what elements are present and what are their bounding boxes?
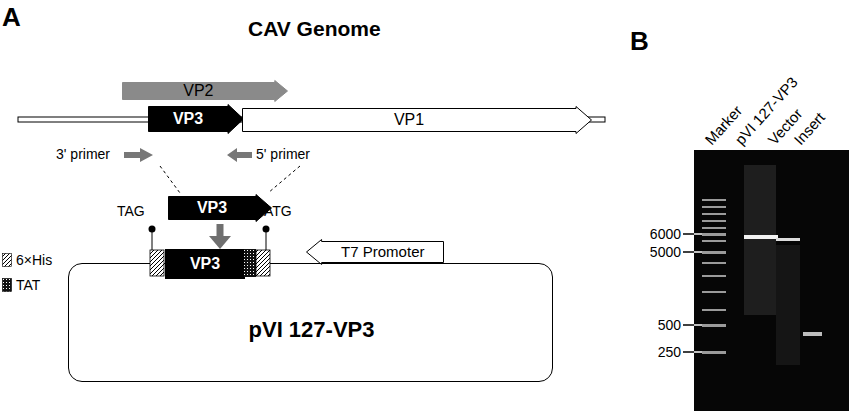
legend-label: TAT [16,277,40,293]
size-ticks [683,234,702,352]
insert-box: VP3 [165,249,245,279]
node-label: VP3 [173,110,203,128]
arrow-outline [243,107,592,134]
node-label: pVI 127-VP3 [249,318,375,342]
gel-band [776,238,800,241]
codon-label: ATG [264,203,292,219]
legend-swatch [2,253,12,267]
insert-arrow: VP3 [168,194,272,222]
process-arrow [209,224,231,249]
promoter-arrow: T7 Promoter [306,239,444,265]
node-label: VP2 [183,82,213,100]
primer-arrow [124,148,153,162]
node-label: T7 Promoter [341,244,424,261]
plasmid-box: pVI 127-VP3VP3T7 Promoter [68,263,553,382]
codon-marker [152,230,153,250]
text-box: VP2 [122,80,275,102]
his-tag-box [150,250,164,276]
panel-letter: A [2,2,21,32]
legend-row: 6×His [2,252,52,268]
codon-marker [266,230,267,250]
his-tag-box [256,250,270,276]
text-box: pVI 127-VP3 [69,314,554,346]
gel-smear [744,165,776,315]
node-label: VP1 [394,111,424,129]
arrow-outline [123,81,288,102]
primer-label: 3' primer [56,146,110,162]
gene-arrow: VP1 [242,106,592,134]
primer-arrow [227,148,252,162]
size-label: 250 [658,344,681,360]
panel-letter: B [630,26,649,56]
codon-marker [263,226,270,233]
text-box: VP3 [168,194,256,222]
dashed-line [268,166,300,193]
tat-box [244,249,256,277]
gel-band [744,235,778,239]
legend-swatch [2,278,12,292]
text-box: VP3 [148,104,228,134]
size-label: 500 [658,317,681,333]
marker-ladder [702,199,726,354]
gene-arrow: VP2 [122,80,288,102]
node-label: VP3 [190,255,220,273]
dashed-line [160,166,180,193]
arrow-head [209,236,231,249]
primer-label: 5' primer [256,146,310,162]
gel-band [803,332,822,336]
arrow-shaft [217,224,224,238]
text-box: T7 Promoter [322,239,444,265]
gel-smear [776,245,800,365]
arrow-outline [307,240,444,265]
legend-row: TAT [2,277,40,293]
legend-label: 6×His [16,252,52,268]
text-box: VP3 [165,249,245,279]
codon-label: TAG [117,203,145,219]
arrow-outline [169,195,272,222]
size-label: 6000 [650,226,681,242]
gene-arrow: VP3 [148,104,244,134]
gel-image [694,150,849,411]
arrow-outline [149,105,244,134]
size-label: 5000 [650,244,681,260]
node-label: VP3 [197,199,227,217]
panel-heading: CAV Genome [248,16,381,41]
codon-marker [149,226,156,233]
text-box: VP1 [242,106,576,134]
